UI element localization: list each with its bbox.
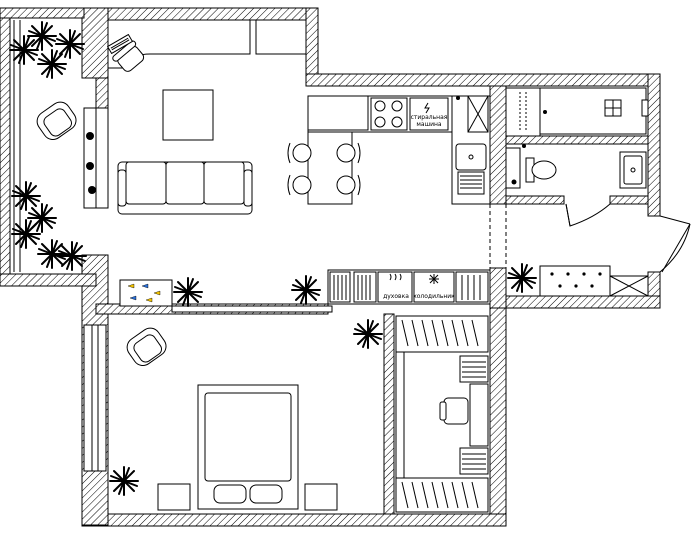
coffee-table [162, 89, 214, 141]
bedroom-window [83, 324, 107, 472]
vanity-table [469, 383, 489, 447]
nightstand-right [304, 483, 338, 511]
fish-yellow-3 [145, 297, 153, 303]
closet-bottom [395, 477, 489, 513]
fish-blue-2 [129, 295, 137, 301]
vanity-chair-icon [439, 397, 469, 425]
shower-icon [539, 87, 649, 135]
bed-icon [197, 384, 299, 510]
aquarium-icon [119, 279, 173, 307]
fish-yellow-1 [127, 283, 135, 289]
balcony-door [83, 107, 109, 209]
sofa-icon [117, 161, 253, 215]
washer-label-2: машина [416, 121, 442, 128]
washer-icon: стиральная машина [409, 97, 449, 131]
fish-yellow-2 [153, 290, 161, 296]
hallway-shelf [539, 265, 649, 297]
bath-sink-icon [619, 151, 647, 189]
washer-label-1: стиральная [411, 114, 448, 121]
shoe-rack-dots [550, 272, 602, 288]
living-partition-shelf [171, 305, 333, 313]
armchair-icon [126, 327, 167, 367]
balcony-armchair-icon [36, 101, 77, 141]
kitchen-cabinet [467, 95, 489, 133]
toilet-icon [525, 157, 557, 183]
oven-label: духовка [383, 293, 409, 300]
dining-chairs [287, 142, 361, 196]
fridge-label: холодильник [413, 293, 455, 300]
stove-icon [370, 97, 408, 131]
closet-top [395, 315, 489, 353]
bath-shelf [505, 147, 521, 189]
entry-door [659, 215, 691, 273]
oven-icon: духовка [377, 271, 413, 303]
fish-blue-1 [141, 283, 149, 289]
nightstand-left [157, 483, 191, 511]
desk-chair-icon [112, 40, 145, 72]
bath-cabinet [505, 87, 541, 137]
fridge-icon: холодильник [413, 271, 455, 303]
sink-icon [455, 143, 487, 195]
closet-shelves [395, 351, 489, 479]
bath-door [565, 203, 611, 227]
small-plants-icon [86, 132, 96, 194]
laptop-icon [106, 33, 134, 55]
